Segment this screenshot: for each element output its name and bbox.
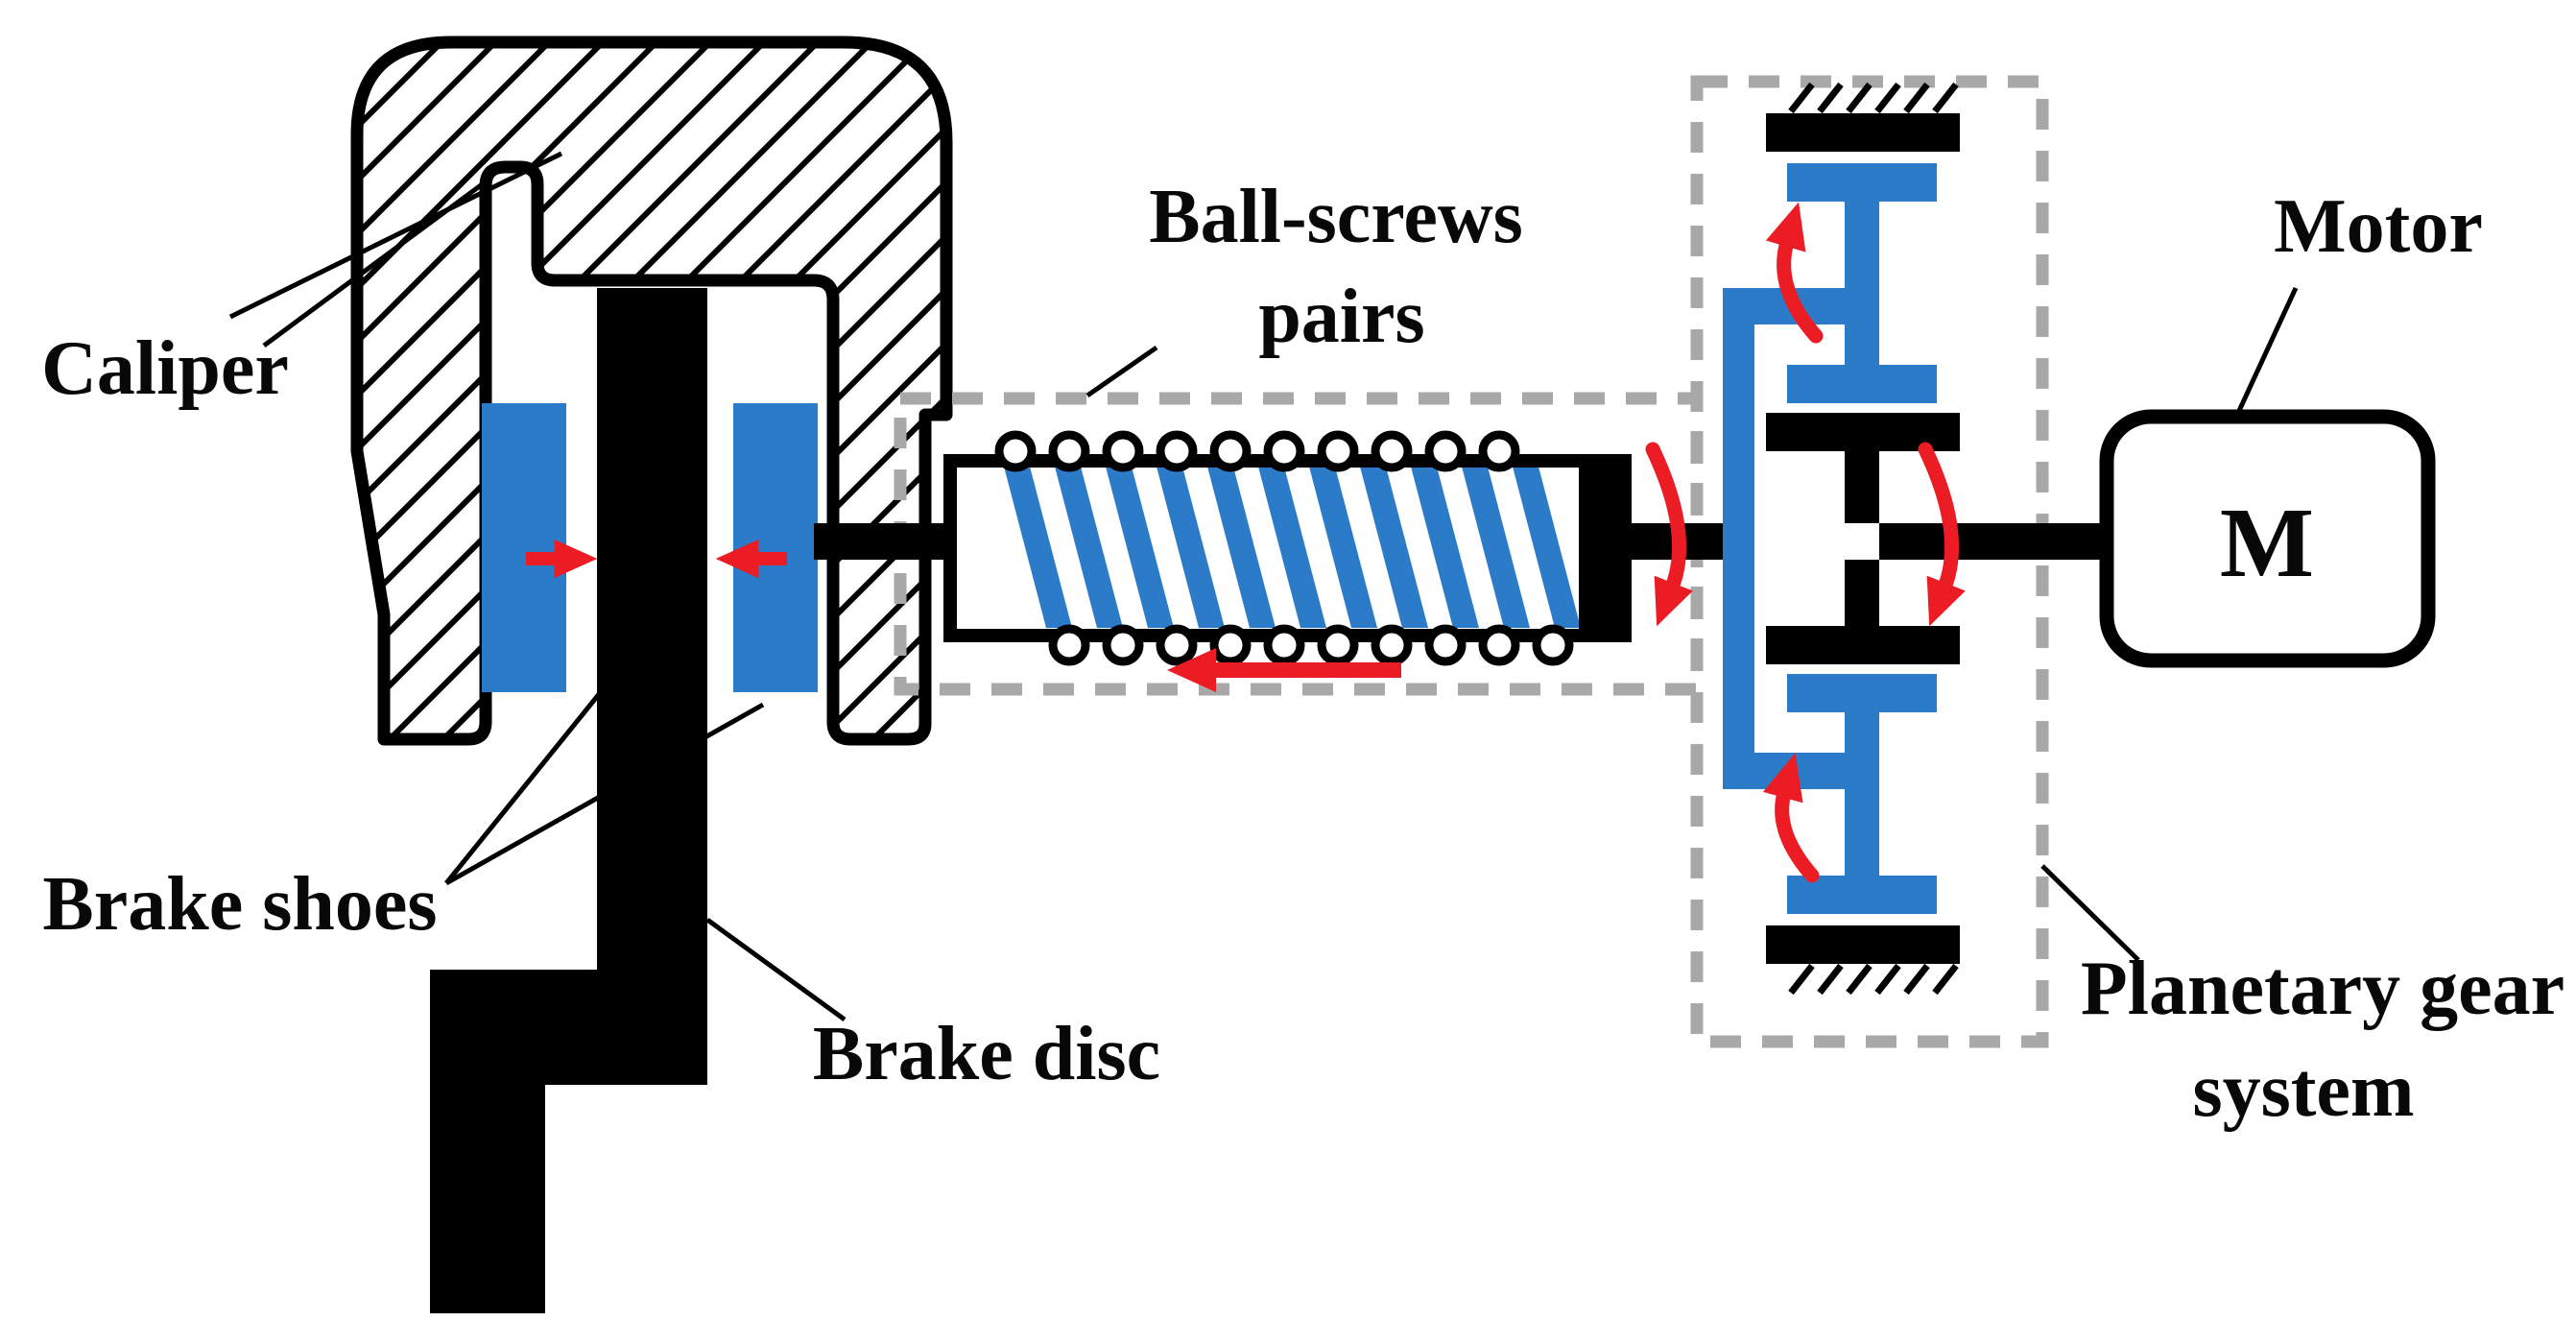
rotation-arrow-planet-top [1765,202,1824,344]
label-caliper: Caliper [41,326,289,411]
ball [1317,624,1359,666]
label-brake-disc: Brake disc [813,1012,1160,1096]
ground-tick [1932,82,1959,114]
thread-stripe [1513,468,1579,628]
thread-stripe [1360,468,1428,628]
ground-tick [1846,963,1872,996]
ground-tick [1788,82,1815,114]
ground-hatch-ticks-top [1788,82,1959,114]
ring-ground-bar-bottom [1766,925,1960,964]
leader-brake-shoe-left [444,682,609,885]
planet-top-outer-flange [1787,163,1937,202]
ball [1263,624,1305,666]
leader-brake-disc [705,917,847,1022]
ball [1102,624,1144,666]
leader-ball-screws [1085,345,1158,398]
thread-stripe [1106,468,1174,628]
sun-web-bottom [1845,560,1879,626]
ground-tick [1817,963,1844,996]
ground-tick [1874,963,1901,996]
motor-box [2099,409,2436,668]
thread-stripe [1157,468,1225,628]
ball [1048,430,1090,472]
ground-tick [1846,82,1872,114]
motor-symbol: M [2220,488,2314,598]
brake-shoe-right [733,403,818,692]
ball [1156,624,1198,666]
ring-ground-bar-top [1766,113,1960,152]
leader-planetary [2040,864,2140,962]
carrier-arm-bottom [1723,753,1879,789]
planet-bottom-web [1845,712,1879,876]
label-ball-screws-line2: pairs [1258,275,1424,359]
ball [1156,430,1198,472]
ball-screw-nut-end-wall [1579,461,1625,636]
ball [1263,430,1305,472]
sun-gear [1766,413,1960,664]
label-brake-shoes: Brake shoes [42,862,437,947]
ground-tick [1788,963,1815,996]
leader-lines [228,151,2299,1022]
label-ball-screws-line1: Ball-screws [1149,175,1523,259]
thread-stripe [1411,468,1479,628]
ball [1371,430,1413,472]
brake-shoe-left [482,403,566,692]
planetary-dashed-box [1690,75,2049,1048]
sun-bar-bottom [1766,626,1960,664]
thread-stripe [1004,468,1072,628]
ground-tick [1874,82,1901,114]
ball [1048,624,1090,666]
planet-bottom-inner-flange [1787,674,1937,712]
planet-gear-top [1787,163,1937,403]
ground-tick [1817,82,1844,114]
ball [1424,430,1467,472]
ball [1424,624,1467,666]
sun-web-top [1845,451,1879,523]
ball [1478,430,1520,472]
motor: M [2099,409,2436,668]
brake-disc [430,288,707,1313]
leader-motor [2235,286,2299,415]
leader-brake-shoe-right [444,702,765,886]
rotation-arrow-planet-bottom [1762,753,1820,883]
leader-caliper-outer [228,151,563,320]
label-planetary-line1: Planetary gear [2081,947,2564,1031]
thread-stripe [1462,468,1530,628]
screw-thread-stripes [1004,468,1579,628]
ball-row-top [994,430,1520,472]
ball [1532,624,1574,666]
ground-hatch-ticks-bottom [1788,963,1959,996]
ground-tick [1903,82,1930,114]
caliper-body [350,36,953,746]
planet-gear-bottom [1787,674,1937,914]
ball [994,430,1037,472]
rotation-arrow-motor-shaft [1918,442,1966,627]
ball-screw-pair [943,430,1632,693]
ball [1371,624,1413,666]
ball [1209,430,1252,472]
ball [1478,624,1520,666]
ground-tick [1903,963,1930,996]
thread-stripe [1207,468,1276,628]
ball-row-bottom [1048,624,1574,666]
planetary-gear-system [1723,82,1960,996]
ball [1317,430,1359,472]
motor-shaft [1879,523,2107,560]
ball [1102,430,1144,472]
leader-caliper-inner [262,180,487,348]
label-motor: Motor [2274,184,2483,269]
thread-stripe [1055,468,1123,628]
ground-tick [1932,963,1959,996]
rotation-arrow-screw-shaft [1645,442,1693,627]
planet-top-inner-flange [1787,365,1937,403]
planet-top-web [1845,202,1879,365]
thread-stripe [1258,468,1326,628]
ball [1209,624,1252,666]
label-planetary-line2: system [2192,1048,2414,1133]
pushrod-shaft [814,523,950,560]
thread-stripe [1309,468,1377,628]
carrier-bar [1723,288,1754,789]
